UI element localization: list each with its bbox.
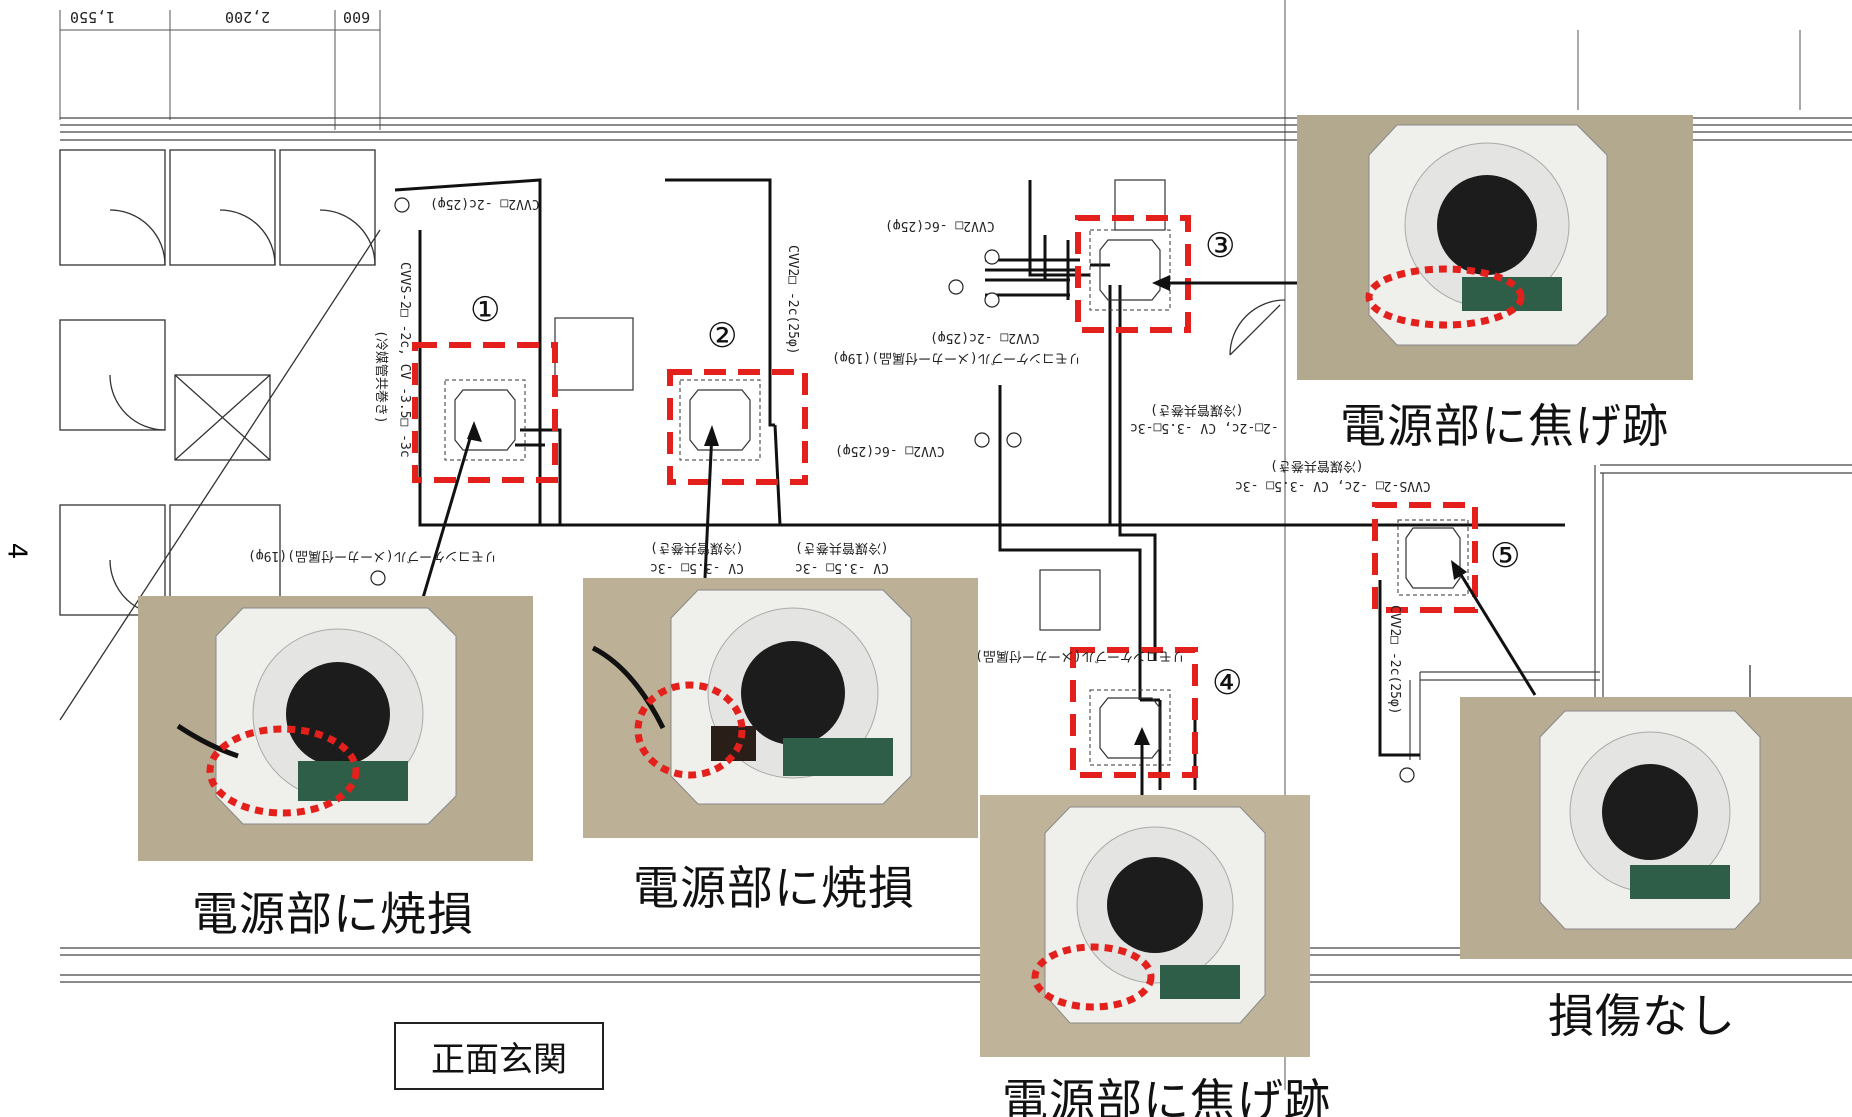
cable-label: (冷媒管共巻き)	[1270, 458, 1364, 473]
cable-label: CV -3.5□ -3c	[795, 560, 889, 575]
cable-label: CVV2□ -2c(25φ)	[930, 330, 1040, 345]
dimension-label: 600	[343, 8, 371, 26]
cable-label: (冷媒管共巻き)	[795, 540, 889, 555]
entrance-label: 正面玄関	[394, 1022, 604, 1090]
unit-number-4: ④	[1212, 663, 1243, 703]
callout-unit-2: 電源部に焼損	[633, 861, 915, 915]
cable-label: (冷媒管共巻き)	[1150, 402, 1244, 417]
unit-photo-3	[1297, 115, 1693, 380]
unit-photo-1	[138, 596, 533, 861]
callout-unit-5: 損傷なし	[1548, 989, 1736, 1043]
cable-label: CVV2□ -2c(25φ)	[785, 245, 800, 355]
cable-label: CVVS-2□ -2c, CV -3.5□ -3c	[397, 262, 412, 458]
cable-label: (冷媒管共巻き)	[650, 540, 744, 555]
cable-label: リモコンケーブル(メーカー付属品)(19φ)	[832, 350, 1082, 365]
cable-label: リモコンケーブル(メーカー付属品)	[975, 648, 1185, 663]
cable-label: CVV2□ -6c(25φ)	[885, 218, 995, 233]
callout-unit-3: 電源部に焦げ跡	[1340, 399, 1669, 453]
cable-label: -2□-2c, CV -3.5□-3c	[1130, 420, 1279, 435]
cable-label: リモコンケーブル(メーカー付属品)(19φ)	[248, 548, 498, 563]
unit-photo-5	[1460, 697, 1852, 959]
unit-number-1: ①	[470, 290, 501, 330]
dimension-label: 2,200	[225, 8, 271, 26]
page-number: 4	[1, 542, 32, 560]
cable-label: CV -3.5□ -3c	[650, 560, 744, 575]
highlight-frames	[412, 215, 1478, 778]
unit-number-3: ③	[1205, 226, 1236, 266]
callout-unit-4: 電源部に焦げ跡	[1002, 1074, 1331, 1117]
callout-unit-1: 電源部に焼損	[192, 887, 474, 941]
dimension-label: 1,550	[70, 8, 116, 26]
cable-label: (冷媒管共巻き)	[373, 330, 388, 424]
cable-label: CVVS-2□ -2c, CV -3.5□ -3c	[1235, 478, 1431, 493]
cable-label: CVV2□ -6c(25φ)	[835, 443, 945, 458]
unit-number-5: ⑤	[1490, 536, 1521, 576]
unit-photo-2	[583, 578, 978, 838]
unit-number-2: ②	[707, 316, 738, 356]
cable-label: CVV2□ -2c(25φ)	[430, 196, 540, 211]
unit-photo-4	[980, 795, 1310, 1057]
cable-label: CVV2□ -2c(25φ)	[1387, 605, 1402, 715]
